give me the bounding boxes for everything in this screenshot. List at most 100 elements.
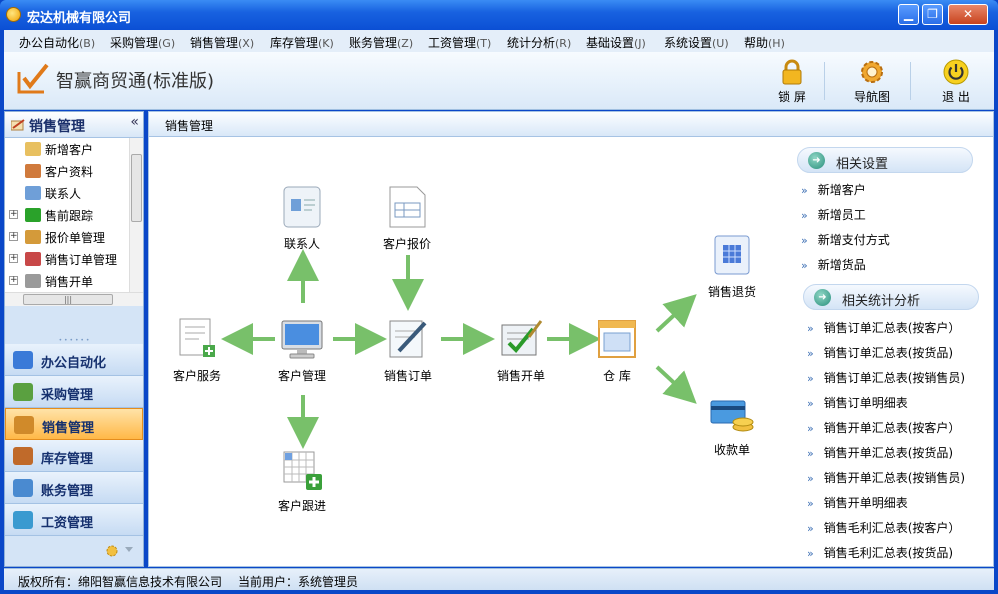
- tree-item-label: 客户资料: [45, 165, 94, 179]
- expand-toggle[interactable]: +: [9, 253, 18, 263]
- person-icon: [25, 164, 41, 178]
- calendar-icon: [25, 252, 41, 266]
- link-label: 销售订单汇总表(按货品): [823, 346, 954, 360]
- related-link[interactable]: »销售订单明细表: [807, 394, 908, 411]
- module-salary[interactable]: 工资管理: [5, 504, 143, 536]
- double-chevron-icon: »: [801, 234, 808, 247]
- close-button[interactable]: ✕: [948, 4, 988, 25]
- related-link[interactable]: »销售开单汇总表(按客户）: [807, 419, 960, 436]
- menu-account[interactable]: 账务管理(Z): [349, 36, 414, 50]
- collapse-button[interactable]: «: [130, 114, 139, 130]
- related-link[interactable]: »销售订单汇总表(按销售员): [807, 369, 965, 386]
- splitter-grip[interactable]: • • • • • •: [58, 337, 90, 344]
- return-grid-icon: [714, 235, 750, 275]
- nav-map-button[interactable]: 导航图: [842, 58, 902, 105]
- page-title: 销售管理: [165, 119, 214, 133]
- module-stock[interactable]: 库存管理: [5, 440, 143, 472]
- tree-item[interactable]: 联系人: [5, 182, 129, 204]
- main-header: 销售管理: [148, 111, 994, 137]
- toolbar: 智赢商贸通(标准版) 锁 屏 导航图 退 出: [4, 52, 994, 110]
- related-link[interactable]: »销售毛利汇总表(按客户）: [807, 519, 960, 536]
- menu-stats[interactable]: 统计分析(R): [507, 36, 572, 50]
- monitor-icon: [281, 320, 323, 359]
- tree-item[interactable]: +售前跟踪: [5, 204, 129, 226]
- module-label: 账务管理: [41, 484, 94, 499]
- module-purchase[interactable]: 采购管理: [5, 376, 143, 408]
- module-account[interactable]: 账务管理: [5, 472, 143, 504]
- related-link[interactable]: »新增货品: [801, 256, 866, 273]
- tree-item[interactable]: 新增客户: [5, 138, 129, 160]
- node-label: 收款单: [713, 443, 750, 457]
- window-title: 宏达机械有限公司: [27, 11, 132, 26]
- menu-help[interactable]: 帮助(H): [744, 36, 785, 50]
- tree-vertical-scrollbar[interactable]: [129, 138, 143, 292]
- exit-button[interactable]: 退 出: [926, 58, 986, 105]
- related-link[interactable]: » 新增支付方式: [801, 231, 890, 248]
- link-label: 销售订单汇总表(按销售员): [823, 371, 966, 385]
- module-label: 工资管理: [41, 516, 94, 531]
- tree-item[interactable]: +销售开单: [5, 270, 129, 292]
- node-contact[interactable]: 联系人: [262, 185, 342, 252]
- module-label: 采购管理: [41, 388, 94, 403]
- related-link[interactable]: »销售开单明细表: [807, 494, 908, 511]
- expand-toggle[interactable]: +: [9, 275, 18, 285]
- module-sales[interactable]: 销售管理: [5, 408, 143, 440]
- tree-item[interactable]: 客户资料: [5, 160, 129, 182]
- sidebar-header: 销售管理 «: [5, 112, 143, 138]
- node-customer[interactable]: 客户管理: [262, 317, 342, 384]
- node-return[interactable]: 销售退货: [692, 233, 772, 300]
- app-icon: [6, 7, 21, 22]
- tree-horizontal-scrollbar[interactable]: |||: [5, 292, 143, 306]
- node-label: 销售开单: [496, 369, 545, 383]
- menu-sales[interactable]: 销售管理(X): [190, 36, 255, 50]
- receipt-card-icon: [710, 400, 754, 432]
- node-warehouse[interactable]: 仓 库: [577, 317, 657, 384]
- expand-toggle[interactable]: +: [9, 231, 18, 241]
- arrow-warehouse-to-return: [655, 294, 697, 333]
- invoice-check-icon: [501, 320, 543, 356]
- module-office[interactable]: 办公自动化: [5, 344, 143, 376]
- scroll-thumb[interactable]: |||: [23, 294, 113, 305]
- node-order[interactable]: 销售订单: [368, 317, 448, 384]
- node-follow[interactable]: 客户跟进: [262, 449, 342, 514]
- config-icon[interactable]: [105, 544, 119, 558]
- related-link[interactable]: »销售开单汇总表(按销售员): [807, 469, 965, 486]
- menu-purchase[interactable]: 采购管理(G): [110, 36, 176, 50]
- menu-salary[interactable]: 工资管理(T): [428, 36, 492, 50]
- related-link[interactable]: »销售订单汇总表(按客户）: [807, 319, 960, 336]
- node-service[interactable]: 客户服务: [157, 317, 237, 384]
- restore-button[interactable]: ❐: [922, 4, 943, 25]
- link-label: 新增货品: [817, 258, 866, 272]
- chevron-down-icon[interactable]: [125, 547, 133, 553]
- scroll-thumb[interactable]: [131, 154, 142, 222]
- tree-item[interactable]: + 销售订单管理: [5, 248, 129, 270]
- tree-item-label: 销售订单管理: [45, 253, 118, 267]
- node-label: 客户服务: [172, 369, 221, 383]
- menu-stock[interactable]: 库存管理(K): [270, 36, 334, 50]
- node-receipt[interactable]: 收款单: [692, 395, 772, 458]
- minimize-button[interactable]: ▁: [898, 4, 919, 25]
- related-link[interactable]: »新增客户: [801, 181, 866, 198]
- power-icon: [943, 59, 969, 85]
- menu-office[interactable]: 办公自动化(B): [19, 36, 96, 50]
- related-link[interactable]: »销售订单汇总表(按货品): [807, 344, 953, 361]
- related-link[interactable]: »销售开单汇总表(按货品): [807, 444, 953, 461]
- node-quote[interactable]: 客户报价: [367, 185, 447, 252]
- link-label: 销售开单汇总表(按销售员): [823, 471, 966, 485]
- lock-screen-button[interactable]: 锁 屏: [762, 58, 822, 105]
- link-label: 销售订单汇总表(按客户）: [823, 321, 961, 335]
- expand-toggle[interactable]: +: [9, 209, 18, 219]
- related-link[interactable]: »新增员工: [801, 206, 866, 223]
- menu-system[interactable]: 系统设置(U): [664, 36, 729, 50]
- order-pen-icon: [389, 320, 427, 358]
- office-icon: [13, 351, 33, 369]
- link-label: 新增支付方式: [817, 233, 890, 247]
- menu-basic[interactable]: 基础设置(J): [586, 36, 646, 50]
- related-link[interactable]: »销售毛利汇总表(按货品): [807, 544, 953, 561]
- gear-icon: [861, 61, 883, 83]
- sales-icon: [14, 416, 34, 434]
- follow-grid-icon: [283, 451, 322, 490]
- exit-label: 退 出: [942, 90, 970, 104]
- tree-item[interactable]: +报价单管理: [5, 226, 129, 248]
- node-invoice[interactable]: 销售开单: [481, 317, 561, 384]
